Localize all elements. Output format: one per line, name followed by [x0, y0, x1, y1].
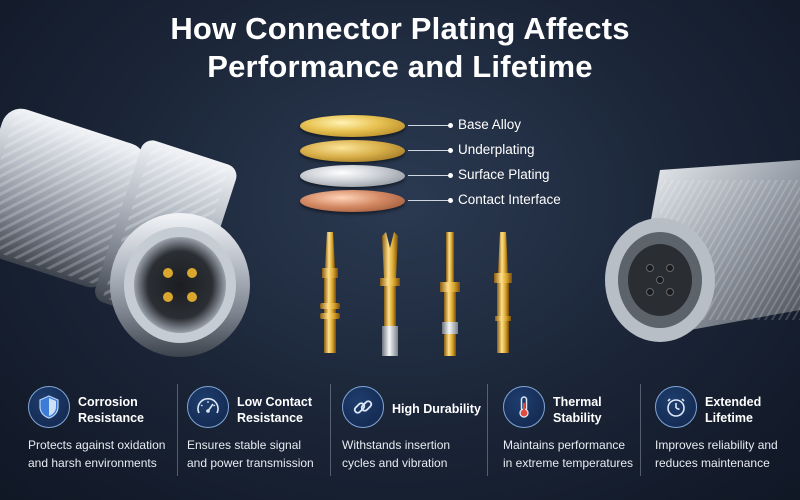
pin-4 — [494, 232, 512, 353]
title-line-2: Performance and Lifetime — [207, 49, 593, 84]
layer-leader-line — [408, 198, 453, 203]
layer-disc-underplating — [300, 140, 405, 162]
feature-title: Extended Lifetime — [705, 395, 762, 425]
feature-low-contact-resistance: Low Contact Resistance Ensures stable si… — [187, 380, 337, 500]
feature-divider — [177, 384, 178, 476]
feature-icon-circle — [655, 386, 697, 428]
pin-2 — [380, 232, 400, 356]
chain-link-icon — [353, 400, 373, 414]
right-connector-illustration — [605, 160, 800, 342]
feature-divider — [330, 384, 331, 476]
title-line-1: How Connector Plating Affects — [170, 11, 630, 46]
feature-description: Maintains performance in extreme tempera… — [503, 438, 634, 470]
feature-thermal-stability: Thermal Stability Maintains performance … — [503, 380, 653, 500]
pin-3 — [440, 232, 460, 356]
layer-label: Base Alloy — [458, 117, 522, 132]
page-title: How Connector Plating Affects Performanc… — [0, 10, 800, 86]
gauge-icon — [197, 397, 219, 414]
feature-title: Thermal Stability — [553, 395, 602, 425]
features-row: Corrosion Resistance Protects against ox… — [0, 380, 800, 500]
layer-disc-contact-interface — [300, 190, 405, 212]
feature-icon-circle — [503, 386, 545, 428]
feature-icon-circle — [28, 386, 70, 428]
layer-leader-line — [408, 173, 453, 178]
layer-label: Surface Plating — [458, 167, 550, 182]
feature-divider — [487, 384, 488, 476]
layer-leader-line — [408, 123, 453, 128]
feature-description: Ensures stable signal and power transmis… — [187, 438, 314, 470]
layer-label: Underplating — [458, 142, 535, 157]
left-connector-illustration — [0, 108, 250, 357]
feature-icon-circle — [342, 386, 384, 428]
layer-leader-line — [408, 148, 453, 153]
pin-1 — [320, 232, 340, 353]
clock-icon — [667, 398, 685, 417]
feature-high-durability: High Durability Withstands insertion cyc… — [342, 380, 492, 500]
feature-title: Low Contact Resistance — [237, 395, 312, 425]
feature-description: Withstands insertion cycles and vibratio… — [342, 438, 451, 470]
feature-divider — [640, 384, 641, 476]
shield-icon — [39, 395, 59, 419]
thermometer-icon — [519, 396, 529, 418]
feature-title: High Durability — [392, 402, 481, 416]
contact-pins-illustration — [320, 232, 512, 356]
feature-icon-circle — [187, 386, 229, 428]
layer-disc-base-alloy — [300, 115, 405, 137]
feature-corrosion-resistance: Corrosion Resistance Protects against ox… — [28, 380, 176, 500]
feature-extended-lifetime: Extended Lifetime Improves reliability a… — [655, 380, 795, 500]
feature-description: Improves reliability and reduces mainten… — [655, 438, 778, 470]
layer-disc-surface-plating — [300, 165, 405, 187]
layer-label: Contact Interface — [458, 192, 561, 207]
feature-title: Corrosion Resistance — [78, 395, 145, 425]
feature-description: Protects against oxidation and harsh env… — [28, 438, 166, 470]
plating-layers: Base Alloy Underplating Surface Plating … — [300, 112, 600, 222]
